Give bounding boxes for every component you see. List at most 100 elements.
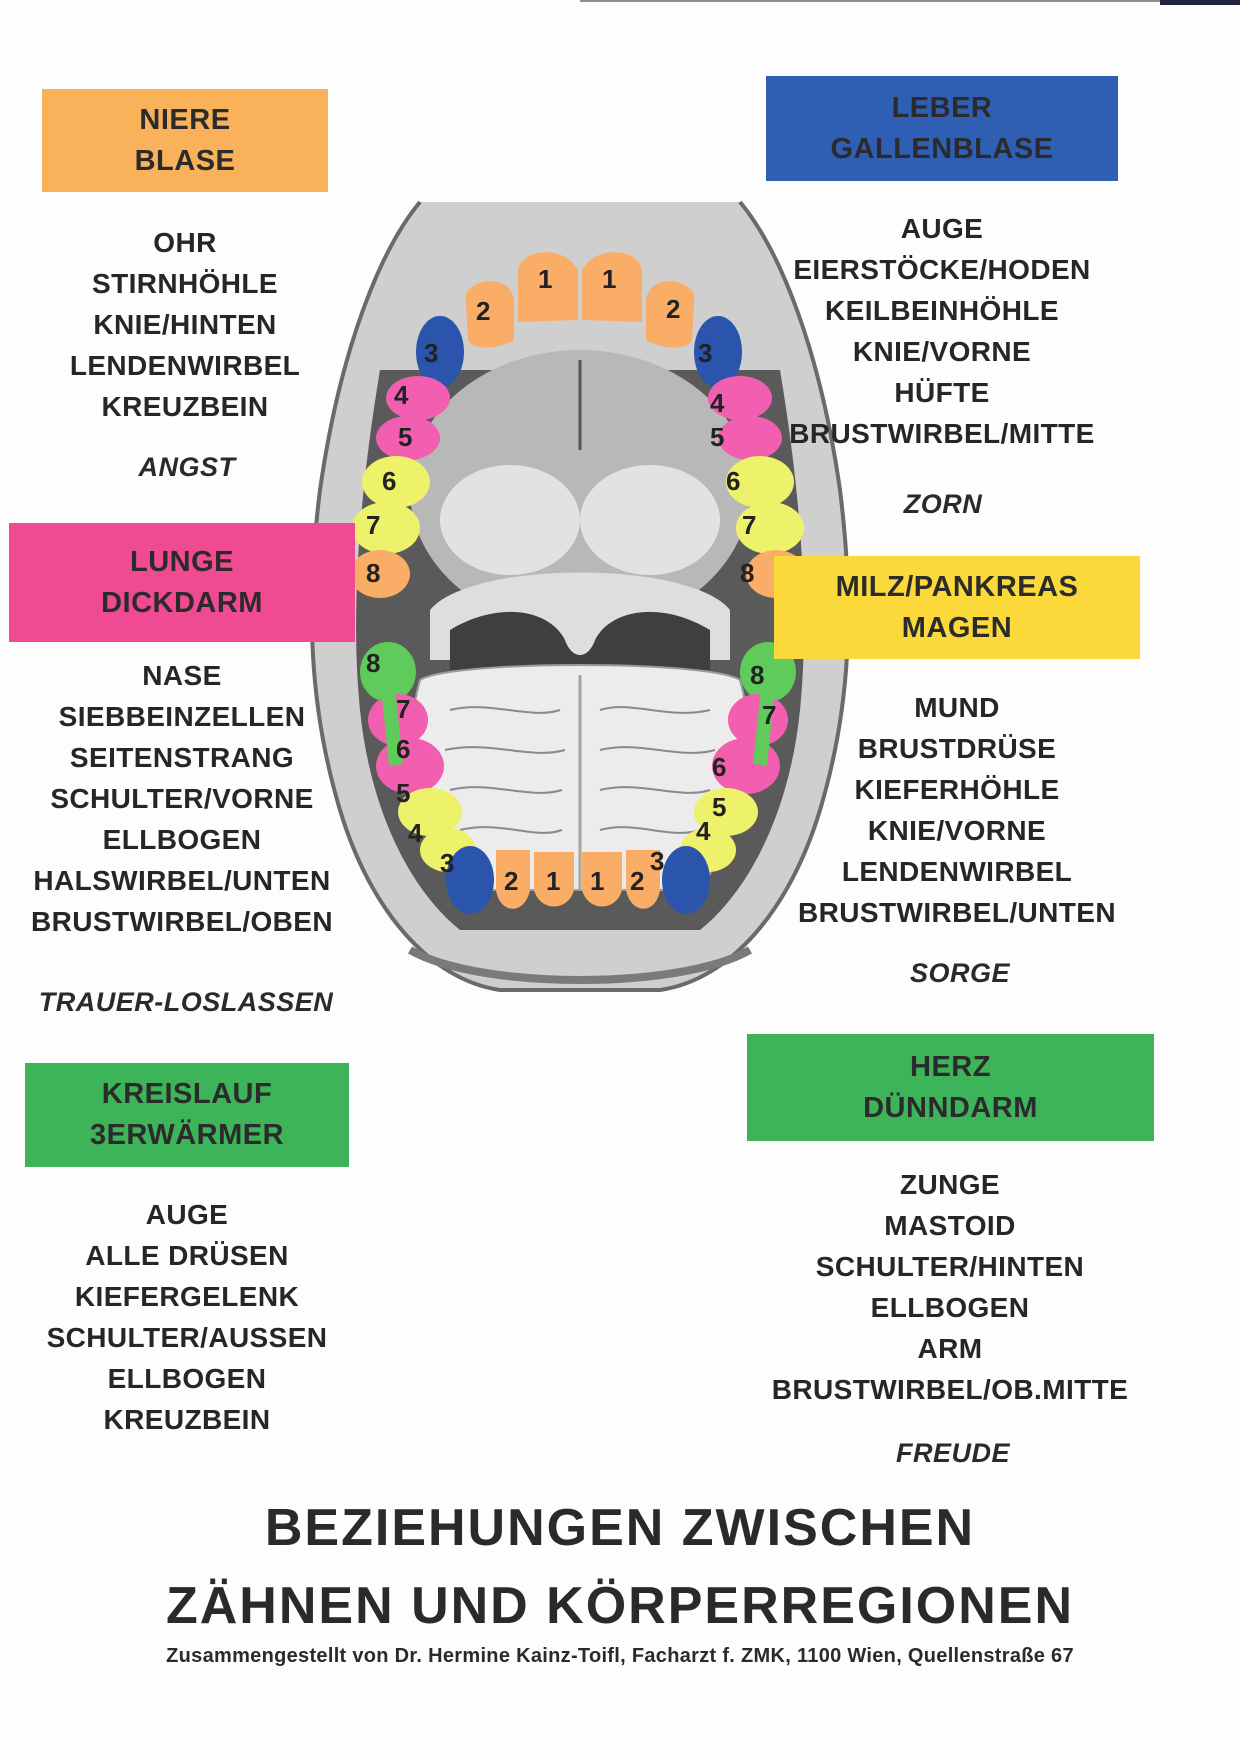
scan-edge-line [580, 0, 1160, 2]
list-item: KREUZBEIN [103, 1404, 271, 1435]
tooth-number: 2 [504, 866, 518, 896]
tooth-number: 7 [762, 700, 776, 730]
tooth-number: 1 [590, 866, 604, 896]
tooth-number: 1 [546, 866, 560, 896]
tooth-upper-4-left [386, 376, 450, 420]
emotion-lunge: TRAUER-LOSLASSEN [38, 987, 334, 1017]
tooth-upper-4-right [708, 376, 772, 420]
tooth-upper-2-right [646, 281, 695, 348]
credit-line: Zusammengestellt von Dr. Hermine Kainz-T… [166, 1645, 1074, 1667]
list-item: NASE [142, 660, 222, 691]
tooth-number: 7 [366, 510, 380, 540]
tooth-bridge-left [379, 669, 403, 766]
tooth-number: 6 [382, 466, 396, 496]
list-item: STIRNHÖHLE [91, 268, 278, 299]
list-item: AUGE [900, 213, 984, 244]
emotion-milz: SORGE [909, 958, 1011, 988]
tooth-lower-3-right [662, 846, 710, 914]
list-milz: MUND BRUSTDRÜSE KIEFERHÖHLE KNIE/VORNE L… [798, 687, 1116, 933]
tooth-number: 8 [366, 648, 380, 678]
list-item: KNIE/VORNE [867, 815, 1047, 846]
list-item: ELLBOGEN [107, 1363, 267, 1394]
list-item: SCHULTER/HINTEN [815, 1251, 1085, 1282]
list-item: LENDENWIRBEL [69, 350, 301, 381]
header-line: LUNGE [130, 545, 234, 578]
tooth-lower-5-right [694, 788, 758, 836]
page-title-line-1: BEZIEHUNGEN ZWISCHEN [264, 1499, 976, 1557]
tooth-number: 8 [750, 660, 764, 690]
scan-edge-dark [1160, 0, 1240, 5]
list-item: OHR [153, 227, 217, 258]
mouth-diagram: 1 1 2 2 3 3 4 4 5 5 6 6 7 7 8 8 8 8 7 7 … [309, 200, 851, 992]
tooth-number: 7 [742, 510, 756, 540]
tooth-number: 4 [710, 388, 725, 418]
page-title-line-2: ZÄHNEN UND KÖRPERREGIONEN [165, 1577, 1075, 1635]
tooth-number: 1 [538, 264, 552, 294]
tooth-upper-8-left [350, 550, 410, 598]
tooth-number: 2 [666, 294, 680, 324]
list-item: KEILBEINHÖHLE [825, 295, 1059, 326]
list-item: MASTOID [884, 1210, 1016, 1241]
list-item: SCHULTER/VORNE [50, 783, 314, 814]
tooth-number: 5 [398, 422, 412, 452]
tooth-number: 3 [440, 848, 454, 878]
list-item: ZUNGE [899, 1169, 1000, 1200]
header-box-leber: LEBER GALLENBLASE [766, 76, 1118, 181]
list-item: SCHULTER/AUSSEN [46, 1322, 328, 1353]
tooth-number: 2 [476, 296, 490, 326]
header-box-milz: MILZ/PANKREAS MAGEN [774, 556, 1140, 659]
tooth-number: 8 [366, 558, 380, 588]
list-item: ELLBOGEN [102, 824, 262, 855]
emotion-niere: ANGST [138, 452, 236, 482]
tooth-upper-1-left [518, 252, 578, 322]
tooth-number: 4 [394, 380, 409, 410]
list-item: SEITENSTRANG [69, 742, 295, 773]
list-niere: OHR STIRNHÖHLE KNIE/HINTEN LENDENWIRBEL … [70, 222, 300, 427]
header-line: KREISLAUF [101, 1078, 273, 1110]
tongue-texture [444, 706, 716, 834]
tooth-number: 3 [650, 846, 664, 876]
tooth-lower-1-left [534, 852, 574, 907]
tooth-upper-3-left [416, 316, 464, 388]
tooth-lower-1-right [582, 852, 622, 907]
uvula [450, 611, 710, 670]
header-line: HERZ [910, 1050, 991, 1083]
tooth-number: 6 [726, 466, 740, 496]
list-item: MUND [914, 692, 1000, 723]
list-item: HÜFTE [894, 377, 990, 408]
list-item: BRUSTWIRBEL/OB.MITTE [771, 1374, 1129, 1405]
header-line: DÜNNDARM [863, 1091, 1038, 1124]
list-item: SIEBBEINZELLEN [58, 701, 306, 732]
emotion-herz: FREUDE [895, 1438, 1011, 1468]
tooth-bridge-right [753, 669, 777, 766]
lower-teeth [360, 642, 796, 914]
list-leber: AUGE EIERSTÖCKE/HODEN KEILBEINHÖHLE KNIE… [789, 208, 1094, 454]
tooth-number: 8 [740, 558, 754, 588]
header-box-herz: HERZ DÜNNDARM [747, 1034, 1154, 1141]
list-item: KREUZBEIN [101, 391, 269, 422]
tooth-upper-1-right [582, 252, 642, 322]
list-item: HALSWIRBEL/UNTEN [33, 865, 331, 896]
header-line: GALLENBLASE [830, 132, 1054, 165]
header-line: 3ERWÄRMER [89, 1119, 285, 1151]
list-item: BRUSTDRÜSE [857, 733, 1057, 764]
header-line: BLASE [134, 144, 236, 177]
list-item: BRUSTWIRBEL/MITTE [789, 418, 1095, 449]
tooth-numbers: 1 1 2 2 3 3 4 4 5 5 6 6 7 7 8 8 8 8 7 7 … [366, 264, 776, 896]
list-item: ALLE DRÜSEN [85, 1240, 289, 1271]
header-box-kreislauf: KREISLAUF 3ERWÄRMER [25, 1063, 349, 1167]
palate-right [580, 465, 720, 575]
header-box-niere: NIERE BLASE [42, 89, 328, 192]
list-herz: ZUNGE MASTOID SCHULTER/HINTEN ELLBOGEN A… [772, 1164, 1128, 1410]
palate-left [440, 465, 580, 575]
tooth-number: 5 [712, 792, 726, 822]
tooth-upper-3-right [694, 316, 742, 388]
tooth-number: 4 [696, 816, 711, 846]
tooth-number: 5 [396, 778, 410, 808]
list-lunge: NASE SIEBBEINZELLEN SEITENSTRANG SCHULTE… [31, 655, 333, 942]
header-line: MAGEN [901, 611, 1013, 644]
tooth-number: 2 [630, 866, 644, 896]
tooth-upper-6-left [362, 456, 430, 508]
list-kreislauf: AUGE ALLE DRÜSEN KIEFERGELENK SCHULTER/A… [47, 1194, 328, 1440]
list-item: KIEFERHÖHLE [854, 774, 1060, 805]
